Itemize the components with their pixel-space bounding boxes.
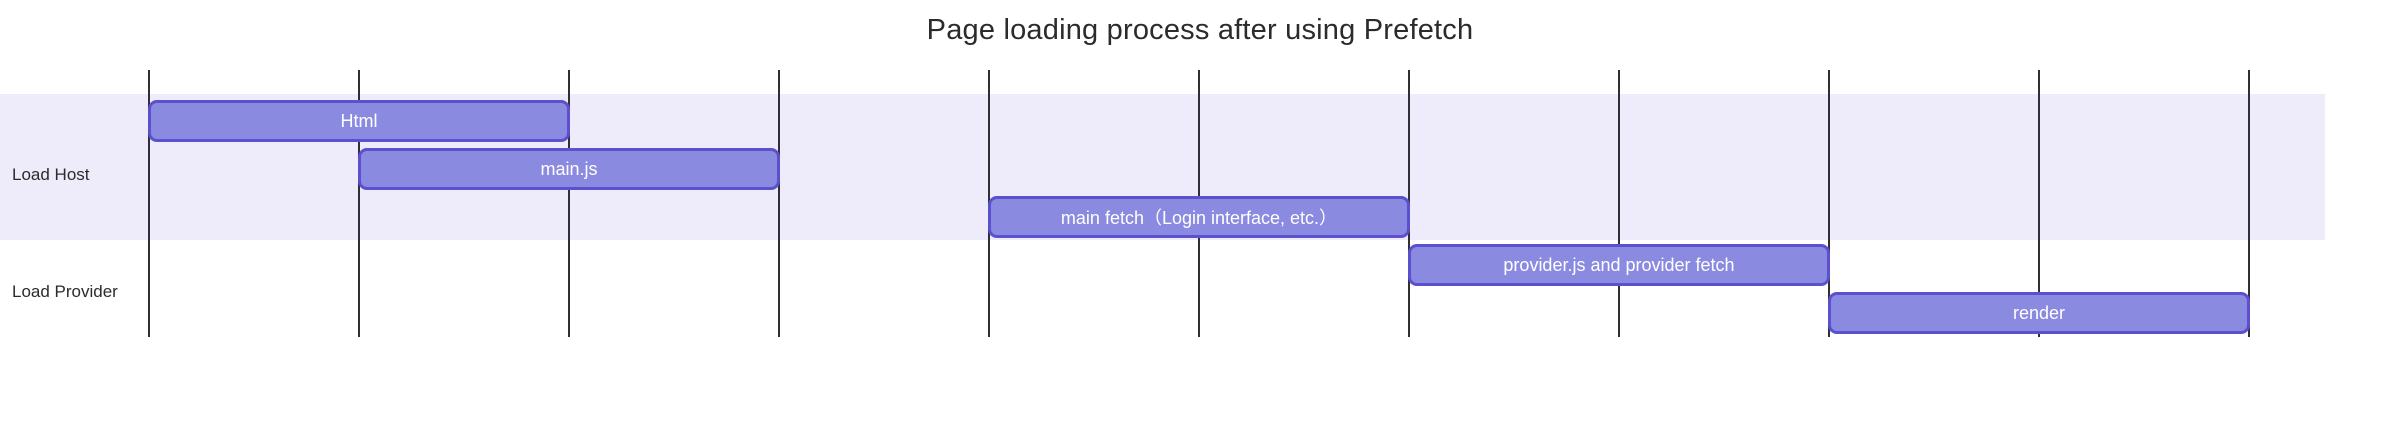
gridline <box>1618 70 1620 337</box>
task-bar-provider-js-and-provider-fetch[interactable]: provider.js and provider fetch <box>1408 244 1830 286</box>
gridline <box>1828 70 1830 337</box>
task-bar-render[interactable]: render <box>1828 292 2250 334</box>
task-bar-main-fetch[interactable]: main fetch（Login interface, etc.） <box>988 196 1410 238</box>
task-bar-main-js[interactable]: main.js <box>358 148 780 190</box>
page-title: Page loading process after using Prefetc… <box>926 14 1474 46</box>
gridline <box>148 70 150 337</box>
gridline <box>2248 70 2250 337</box>
gridline <box>358 70 360 337</box>
gridline <box>2038 70 2040 337</box>
row-label-load-provider: Load Provider <box>12 282 118 301</box>
gridline <box>778 70 780 337</box>
task-bar-html[interactable]: Html <box>148 100 570 142</box>
row-label-load-host: Load Host <box>12 165 90 184</box>
gridline <box>568 70 570 337</box>
